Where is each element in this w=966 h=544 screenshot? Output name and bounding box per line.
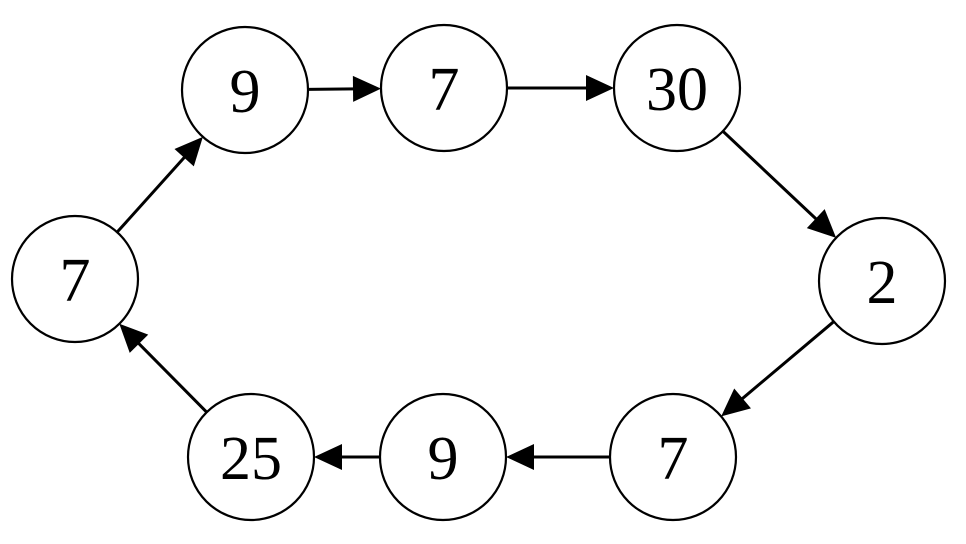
node-label: 2: [867, 249, 898, 317]
node-label: 9: [428, 425, 459, 493]
edge-arrowhead-icon: [506, 444, 534, 470]
graph-node[interactable]: 7: [379, 23, 509, 153]
edge-arrowhead-icon: [806, 209, 837, 238]
edge-arrowhead-icon: [721, 388, 751, 417]
node-label: 7: [429, 56, 460, 124]
graph-node[interactable]: 9: [378, 392, 508, 522]
node-circle[interactable]: [378, 392, 508, 522]
node-circle[interactable]: [180, 25, 310, 155]
node-label: 25: [220, 425, 282, 493]
node-circle[interactable]: [10, 214, 140, 344]
graph-edge: [506, 444, 610, 470]
edge-arrowhead-icon: [119, 323, 149, 353]
graph-node[interactable]: 7: [608, 392, 738, 522]
graph-node[interactable]: 30: [612, 23, 742, 153]
graph-edge: [119, 323, 208, 414]
node-circle[interactable]: [608, 392, 738, 522]
node-label: 30: [646, 56, 708, 124]
edges-layer: [116, 75, 837, 470]
node-circle[interactable]: [379, 23, 509, 153]
graph-edge: [307, 75, 381, 102]
graph-edge: [507, 75, 614, 101]
node-circle[interactable]: [817, 216, 947, 346]
edge-arrowhead-icon: [586, 75, 614, 101]
graph-edge: [721, 130, 837, 238]
graph-edge: [116, 136, 203, 234]
node-circle[interactable]: [612, 23, 742, 153]
graph-node[interactable]: 7: [10, 214, 140, 344]
node-label: 7: [60, 247, 91, 315]
node-label: 7: [658, 425, 689, 493]
graph-edge: [721, 320, 835, 417]
graph-node[interactable]: 2: [817, 216, 947, 346]
node-circle[interactable]: [186, 392, 316, 522]
graph-node[interactable]: 9: [180, 25, 310, 155]
graph-edge: [314, 444, 380, 470]
node-label: 9: [230, 58, 261, 126]
edge-arrowhead-icon: [174, 136, 203, 167]
edge-arrowhead-icon: [314, 444, 342, 470]
nodes-layer: 7 9 7 30 2 7 9 25: [10, 23, 947, 522]
graph-node[interactable]: 25: [186, 392, 316, 522]
edge-arrowhead-icon: [352, 75, 381, 102]
